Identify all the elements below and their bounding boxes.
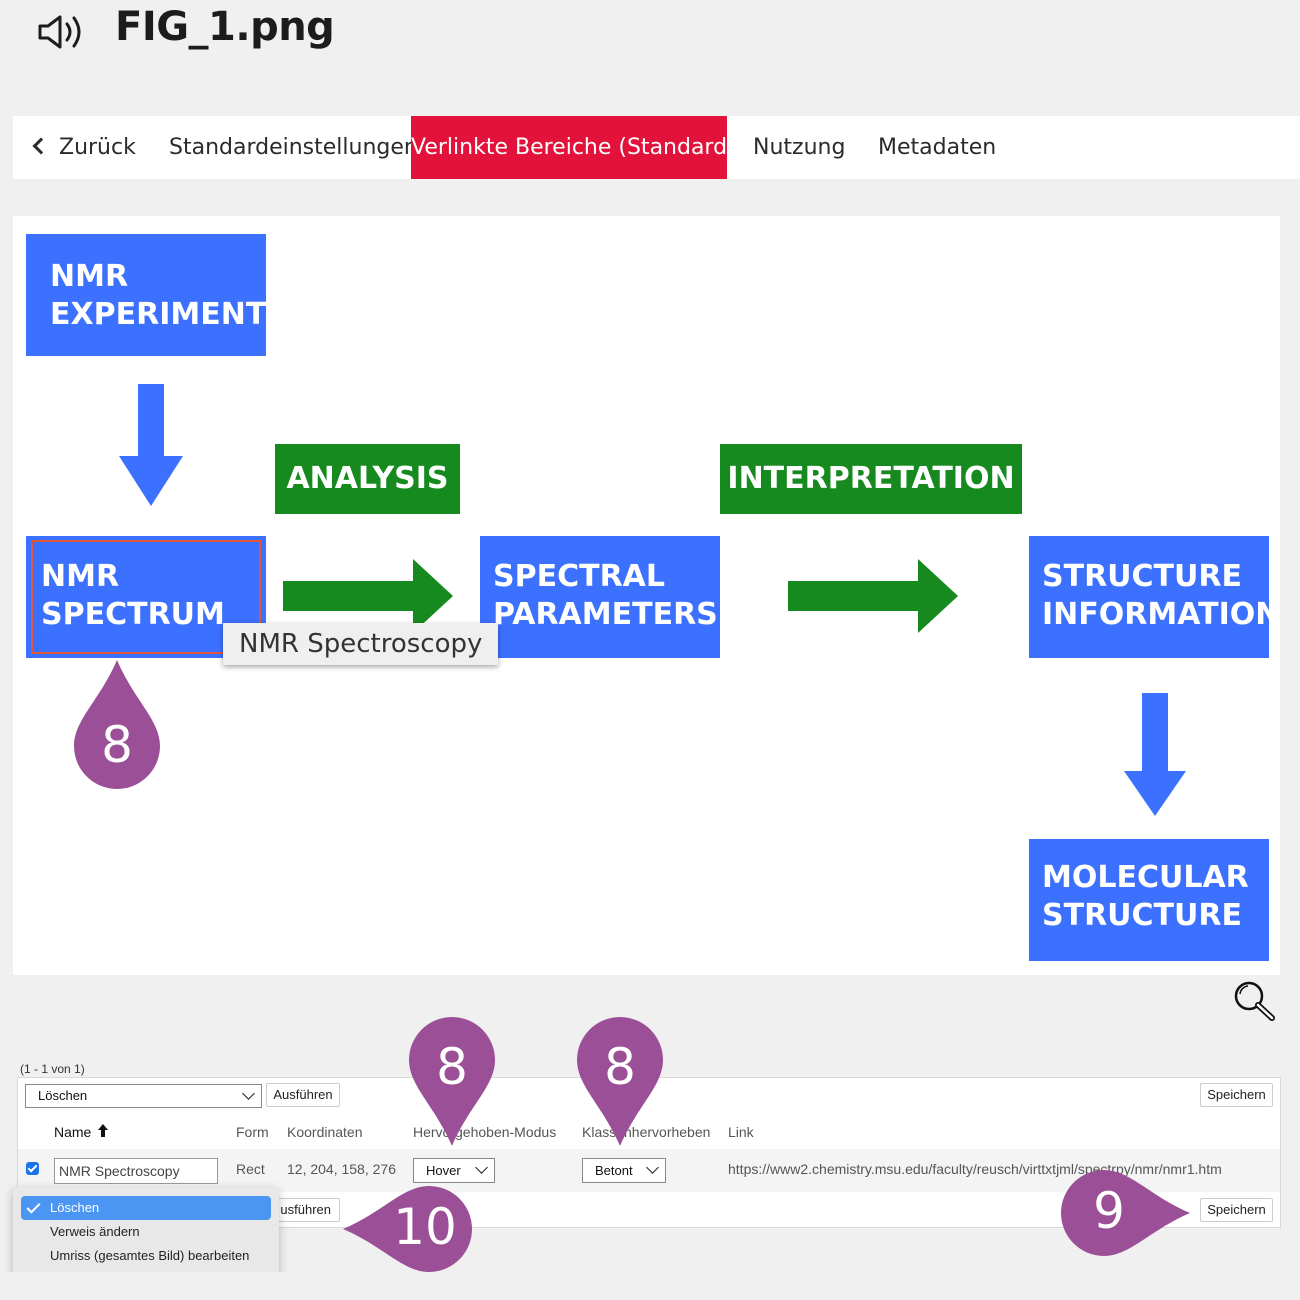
chevron-down-icon [475, 1161, 488, 1174]
bulk-action-menu: Löschen Verweis ändern Umriss (gesamtes … [13, 1187, 279, 1277]
chevron-left-icon [32, 137, 50, 155]
header-label: Name [54, 1124, 92, 1140]
marker-pin-10: 10 [343, 1186, 473, 1272]
column-header-link[interactable]: Link [728, 1124, 754, 1140]
box-spectral-parameters: SPECTRAL PARAMETERS [480, 536, 720, 658]
tab-bar: Zurück Standardeinstellungen Verlinkte B… [13, 116, 1300, 179]
linked-area-highlight[interactable] [31, 540, 261, 654]
marker-label: 8 [604, 1038, 636, 1096]
row-name-input[interactable]: NMR Spectroscopy [54, 1158, 218, 1184]
box-text-line: INFORMATION [1042, 597, 1281, 632]
box-text-line: NMR [50, 259, 129, 294]
sort-ascending-icon [98, 1124, 109, 1140]
menu-item-delete[interactable]: Löschen [21, 1196, 271, 1220]
box-nmr-spectrum[interactable]: NMR SPECTRUM [26, 536, 266, 658]
row-shape: Rect [236, 1161, 265, 1177]
tab-linked-areas[interactable]: Verlinkte Bereiche (Standard) [411, 116, 736, 179]
menu-item-change-link[interactable]: Verweis ändern [50, 1224, 140, 1239]
box-text-line: MOLECULAR [1042, 860, 1249, 895]
marker-pin-8: 8 [577, 1016, 663, 1146]
file-title: FIG_1.png [115, 4, 335, 50]
marker-pin-8: 8 [74, 660, 160, 790]
bulk-action-value: Löschen [38, 1088, 88, 1103]
save-button-top[interactable]: Speichern [1200, 1083, 1273, 1107]
highlight-mode-select[interactable]: Hover [413, 1158, 495, 1183]
box-text: INTERPRETATION [727, 461, 1015, 496]
tab-metadata[interactable]: Metadaten [878, 135, 997, 160]
class-highlight-value: Betont [595, 1163, 633, 1178]
box-interpretation: INTERPRETATION [720, 444, 1022, 514]
chevron-down-icon [242, 1087, 255, 1100]
box-analysis: ANALYSIS [275, 444, 460, 514]
box-structure-information: STRUCTURE INFORMATION [1029, 536, 1280, 658]
zoom-icon[interactable] [1232, 980, 1277, 1022]
marker-label: 10 [393, 1198, 457, 1256]
back-label: Zurück [59, 135, 136, 160]
column-header-shape[interactable]: Form [236, 1124, 269, 1140]
marker-label: 8 [436, 1038, 468, 1096]
save-button-bottom[interactable]: Speichern [1200, 1198, 1273, 1222]
checkmark-icon [26, 1199, 41, 1214]
box-text-line: STRUCTURE [1042, 898, 1242, 933]
arrow-right-2 [788, 559, 958, 633]
row-checkbox[interactable] [26, 1162, 39, 1175]
bulk-action-select[interactable]: Löschen [25, 1084, 262, 1108]
box-text-line: NMR [41, 559, 120, 594]
box-nmr-experiment: NMR EXPERIMENT [26, 234, 266, 356]
class-highlight-select[interactable]: Betont [582, 1158, 666, 1183]
execute-button-top[interactable]: Ausführen [266, 1083, 340, 1107]
menu-item-label: Löschen [50, 1200, 100, 1215]
box-text-line: SPECTRAL [493, 559, 666, 594]
marker-pin-9: 9 [1060, 1170, 1190, 1256]
column-header-coordinates[interactable]: Koordinaten [287, 1124, 363, 1140]
arrow-right-1 [283, 559, 453, 633]
flow-arrows [119, 384, 1186, 816]
tab-usage[interactable]: Nutzung [753, 135, 846, 160]
speaker-icon[interactable] [36, 12, 92, 52]
box-text-line: STRUCTURE [1042, 559, 1242, 594]
box-text-line: EXPERIMENT [50, 297, 267, 332]
chevron-down-icon [646, 1161, 659, 1174]
tab-default-settings[interactable]: Standardeinstellungen [169, 135, 418, 160]
back-link[interactable]: Zurück [32, 116, 136, 179]
arrow-down-1 [119, 384, 183, 506]
box-text: ANALYSIS [286, 461, 449, 496]
box-text-line: SPECTRUM [41, 597, 225, 632]
column-header-name[interactable]: Name [54, 1124, 109, 1140]
row-coordinates: 12, 204, 158, 276 [287, 1161, 396, 1177]
page-bottom [0, 1272, 1300, 1300]
hover-tooltip: NMR Spectroscopy [223, 623, 499, 665]
arrow-down-2 [1124, 693, 1186, 816]
marker-label: 8 [101, 716, 133, 774]
marker-label: 9 [1093, 1182, 1125, 1240]
marker-pin-8: 8 [409, 1016, 495, 1146]
result-count: (1 - 1 von 1) [20, 1062, 85, 1076]
highlight-mode-value: Hover [426, 1163, 461, 1178]
image-canvas[interactable]: NMR EXPERIMENT ANALYSIS INTERPRETATION N… [13, 216, 1280, 975]
menu-item-edit-outline[interactable]: Umriss (gesamtes Bild) bearbeiten [50, 1248, 250, 1263]
box-text-line: PARAMETERS [493, 597, 718, 632]
box-molecular-structure: MOLECULAR STRUCTURE [1029, 839, 1269, 961]
